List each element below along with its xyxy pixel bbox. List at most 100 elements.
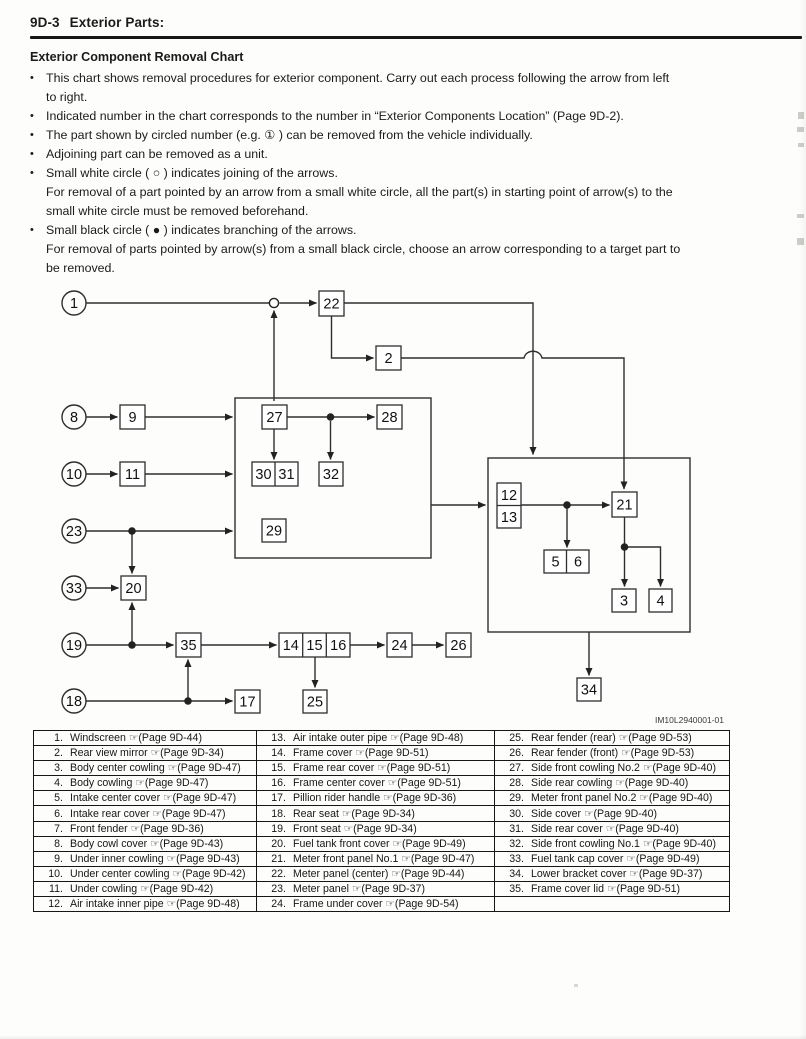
svg-text:20: 20 (125, 581, 141, 597)
note-line: Indicated number in the chart correspond… (46, 109, 624, 123)
table-row: 23.Meter panel ☞(Page 9D-37) (257, 882, 494, 898)
table-row: 16.Frame center cover ☞(Page 9D-51) (257, 776, 494, 792)
svg-text:33: 33 (66, 581, 82, 597)
chart-node-18: 18 (61, 688, 87, 714)
svg-text:9: 9 (128, 410, 136, 426)
svg-text:3: 3 (620, 594, 628, 610)
table-row: 10.Under center cowling ☞(Page 9D-42) (34, 867, 256, 882)
chart-node-2: 2 (375, 345, 402, 371)
scan-smudge (797, 214, 804, 218)
svg-text:21: 21 (616, 498, 632, 514)
note-item: •Adjoining part can be removed as a unit… (30, 145, 792, 164)
table-row: 2.Rear view mirror ☞(Page 9D-34) (34, 746, 256, 762)
table-row: 21.Meter front panel No.1 ☞(Page 9D-47) (257, 852, 494, 867)
note-line: to right. (46, 90, 88, 104)
table-row: 19.Front seat ☞(Page 9D-34) (257, 822, 494, 837)
table-row: 24.Frame under cover ☞(Page 9D-54) (271, 898, 459, 911)
chart-node-30-31: 30 31 (251, 461, 299, 487)
note-line: This chart shows removal procedures for … (46, 71, 670, 85)
svg-text:23: 23 (66, 524, 82, 540)
table-row: 35.Frame cover lid ☞(Page 9D-51) (495, 882, 729, 898)
note-item: •Indicated number in the chart correspon… (30, 107, 792, 126)
section-title: Exterior Component Removal Chart (30, 50, 244, 64)
svg-text:14: 14 (283, 638, 299, 654)
note-line: Small white circle ( ○ ) indicates joini… (46, 166, 338, 180)
svg-text:30: 30 (255, 467, 271, 483)
table-row: 5.Intake center cover ☞(Page 9D-47) (34, 791, 256, 807)
bullet-dot: • (30, 129, 34, 141)
chart-node-8: 8 (61, 404, 87, 430)
table-row: 17.Pillion rider handle ☞(Page 9D-36) (257, 791, 494, 807)
svg-text:29: 29 (266, 524, 282, 540)
chart-node-34: 34 (576, 677, 602, 702)
svg-text:12: 12 (501, 488, 517, 504)
chart-node-17: 17 (234, 689, 261, 714)
page-edge-shade (799, 0, 806, 1039)
header-rule (30, 36, 802, 40)
chart-node-28: 28 (376, 404, 403, 430)
svg-text:8: 8 (70, 410, 78, 426)
notes-list: • This chart shows removal procedures for… (30, 69, 792, 278)
svg-text:34: 34 (581, 683, 597, 699)
table-row: 28.Side rear cowling ☞(Page 9D-40) (495, 776, 729, 792)
note-line: small white circle must be removed befor… (46, 204, 309, 218)
table-row: 29.Meter front panel No.2 ☞(Page 9D-40) (495, 791, 729, 807)
table-row: 14.Frame cover ☞(Page 9D-51) (257, 746, 494, 762)
scan-smudge (797, 127, 804, 132)
figure-code: IM10L2940001-01 (655, 715, 724, 725)
table-row: 8.Body cowl cover ☞(Page 9D-43) (34, 837, 256, 852)
chart-node-26: 26 (445, 632, 472, 658)
chart-node-19: 19 (61, 632, 87, 658)
scan-smudge (797, 238, 804, 245)
connector-lines (86, 299, 664, 705)
table-row: 11.Under cowling ☞(Page 9D-42) (34, 882, 256, 898)
chart-node-21: 21 (611, 491, 638, 518)
chart-node-4: 4 (648, 588, 673, 613)
table-row: 13.Air intake outer pipe ☞(Page 9D-48) (257, 731, 494, 747)
svg-text:13: 13 (501, 510, 517, 526)
svg-text:31: 31 (278, 467, 294, 483)
svg-text:22: 22 (323, 297, 339, 313)
chart-node-10: 10 (61, 461, 87, 487)
table-row: 20.Fuel tank front cover ☞(Page 9D-49) (257, 837, 494, 852)
page-number-code: 9D-3 (30, 15, 60, 30)
scan-smudge (798, 143, 804, 147)
table-row: 4.Body cowling ☞(Page 9D-47) (34, 776, 256, 792)
svg-text:35: 35 (180, 638, 196, 654)
svg-text:28: 28 (381, 410, 397, 426)
note-line: Adjoining part can be removed as a unit. (46, 147, 268, 161)
svg-text:25: 25 (307, 695, 323, 711)
parts-table: 1.Windscreen ☞(Page 9D-44) 2.Rear view m… (33, 730, 730, 913)
note-line: For removal of a part pointed by an arro… (46, 185, 673, 199)
svg-text:4: 4 (656, 594, 664, 610)
note-line: Small black circle ( ● ) indicates branc… (46, 223, 357, 237)
svg-text:26: 26 (450, 638, 466, 654)
parts-table-column-2: 13.Air intake outer pipe ☞(Page 9D-48) 1… (257, 731, 495, 912)
bullet-dot: • (30, 224, 34, 236)
chart-node-11: 11 (119, 461, 146, 487)
chart-node-27: 27 (261, 404, 288, 430)
note-line: The part shown by circled number (e.g. ①… (46, 128, 533, 142)
note-line: be removed. (46, 261, 115, 275)
bullet-dot: • (30, 72, 34, 84)
chart-node-25: 25 (302, 689, 328, 714)
chart-node-24: 24 (386, 632, 413, 658)
scan-smudge (574, 984, 578, 987)
table-row: 3.Body center cowling ☞(Page 9D-47) (34, 761, 256, 777)
scan-smudge (798, 112, 804, 119)
table-row: 9.Under inner cowling ☞(Page 9D-43) (34, 852, 256, 867)
chart-node-23: 23 (61, 518, 87, 544)
bullet-dot: • (30, 167, 34, 179)
svg-text:15: 15 (306, 638, 322, 654)
join-circle (268, 297, 280, 309)
chart-node-35: 35 (175, 632, 202, 658)
chart-node-32: 32 (318, 461, 344, 487)
svg-text:32: 32 (323, 467, 339, 483)
chart-node-33: 33 (61, 575, 87, 601)
svg-text:11: 11 (125, 467, 140, 483)
